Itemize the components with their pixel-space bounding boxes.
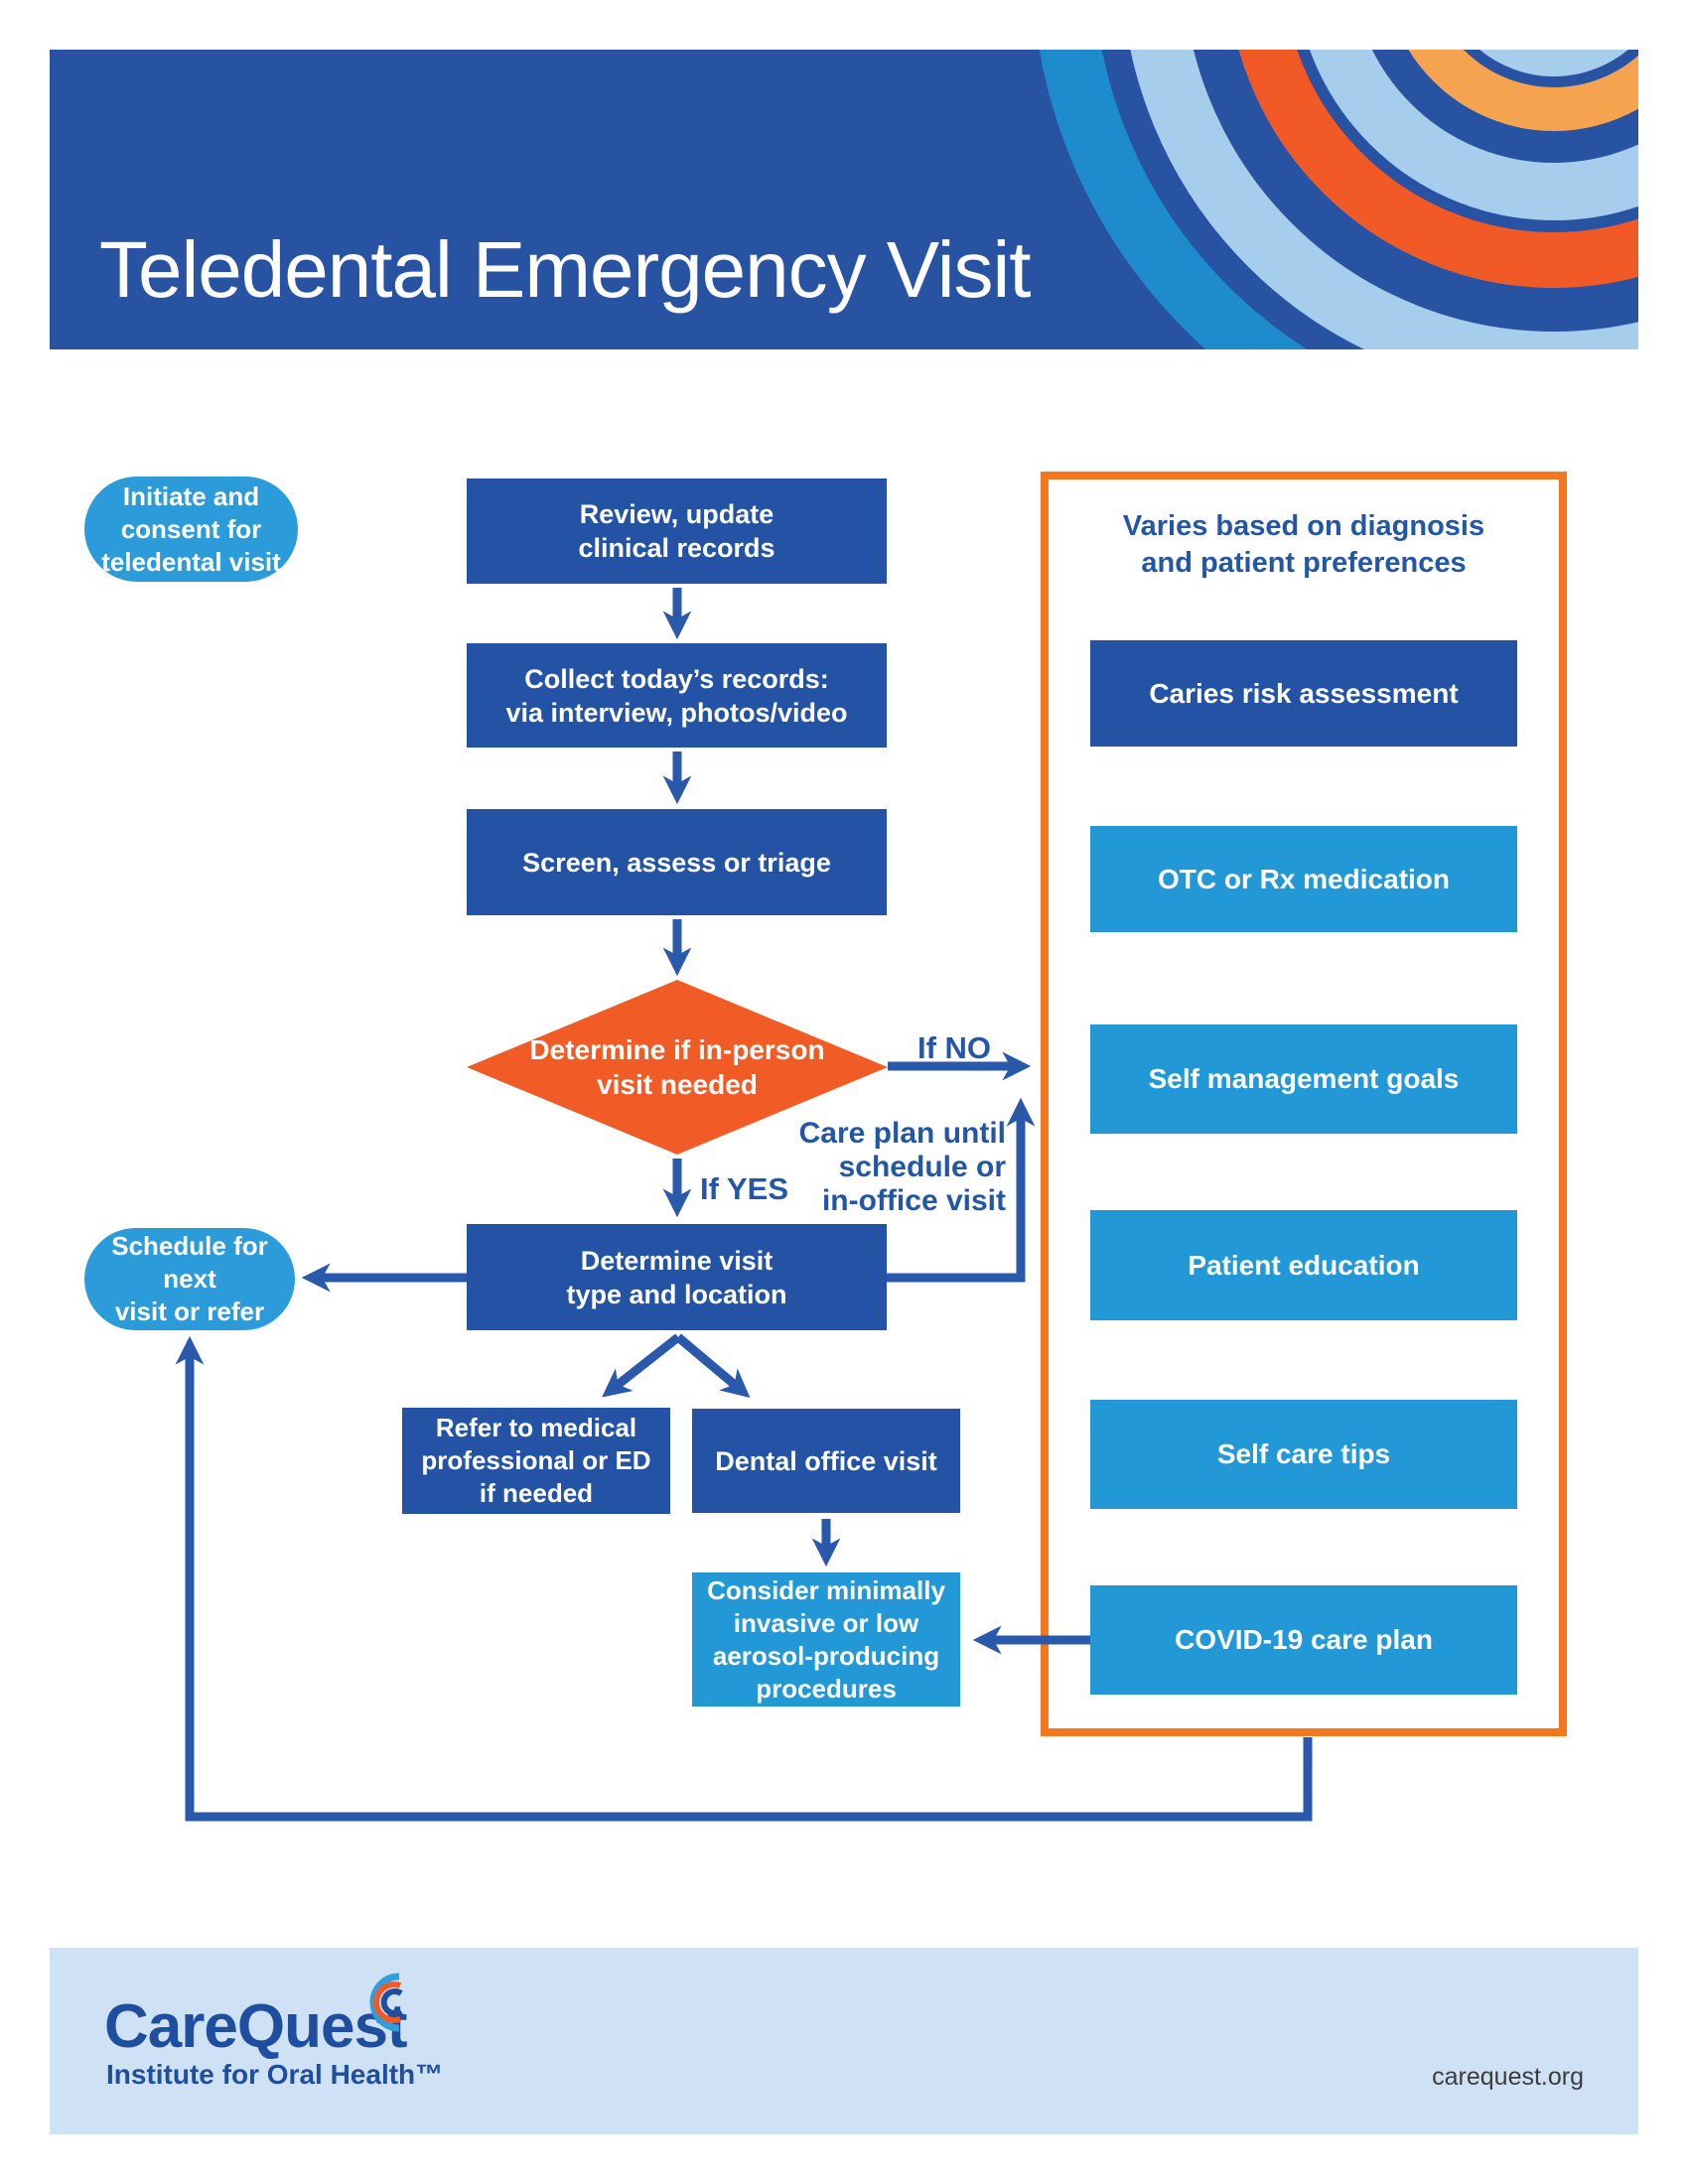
diamond-shape-icon <box>467 980 888 1155</box>
brand-wordmark: CareQuest <box>104 1992 408 2061</box>
screen-triage-box: Screen, assess or triage <box>467 809 887 915</box>
arrow-diagonal-left <box>602 1333 681 1398</box>
panel-item-self-care: Self care tips <box>1090 1400 1517 1509</box>
panel-item-self-management: Self management goals <box>1090 1024 1517 1134</box>
if-yes-label: If YES <box>700 1171 789 1206</box>
schedule-pill: Schedule for next visit or refer <box>84 1228 295 1330</box>
panel-item-otc-rx: OTC or Rx medication <box>1090 826 1517 932</box>
if-no-label: If NO <box>916 1030 992 1065</box>
nested-c-arcs-icon <box>369 1973 403 2032</box>
visit-type-box: Determine visit type and location <box>467 1224 887 1330</box>
page-title: Teledental Emergency Visit <box>99 225 1031 314</box>
panel-heading: Varies based on diagnosis and patient pr… <box>1122 510 1485 579</box>
start-pill: Initiate and consent for teledental visi… <box>84 477 298 582</box>
concentric-arcs-icon <box>1039 50 1638 349</box>
panel-item-patient-education: Patient education <box>1090 1210 1517 1320</box>
header-banner: Teledental Emergency Visit <box>50 50 1638 349</box>
website-link: carequest.org <box>1432 2063 1584 2091</box>
decision-label: Determine if in-person visit needed <box>529 1034 825 1100</box>
footer-band: CareQuest Institute for Oral Health™ car… <box>50 1948 1638 2134</box>
arrow-diagonal-right <box>675 1333 751 1398</box>
dental-office-box: Dental office visit <box>692 1409 960 1513</box>
panel-item-caries-risk: Caries risk assessment <box>1090 640 1517 747</box>
review-records-box: Review, update clinical records <box>467 478 887 584</box>
brand-subtitle: Institute for Oral Health™ <box>106 2059 444 2090</box>
panel-item-covid-plan: COVID-19 care plan <box>1090 1585 1517 1695</box>
in-person-decision-diamond: Determine if in-person visit needed <box>467 980 888 1155</box>
minimally-invasive-box: Consider minimally invasive or low aeros… <box>692 1572 960 1706</box>
refer-medical-box: Refer to medical professional or ED if n… <box>402 1408 670 1514</box>
collect-records-box: Collect today’s records: via interview, … <box>467 643 887 748</box>
care-plan-label: Care plan until schedule or in-office vi… <box>798 1117 1006 1217</box>
